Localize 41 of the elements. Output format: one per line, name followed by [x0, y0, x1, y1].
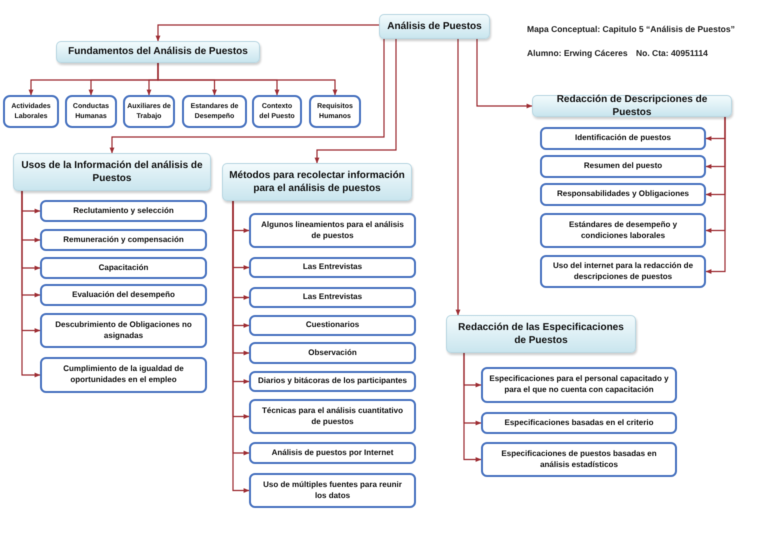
header-text: Alumno: Erwing Cáceres: [527, 48, 628, 58]
topic-box: Usos de la Información del análisis de Puestos: [13, 153, 211, 191]
arrow: [156, 24, 379, 42]
subtopic-box: Cumplimiento de la igualdad de oportunidades en el empleo: [40, 357, 207, 393]
subtopic-box: Análisis de puestos por Internet: [249, 442, 416, 464]
subtopic-box: Uso de múltiples fuentes para reunir los datos: [249, 473, 416, 508]
subtopic-box: Técnicas para el análisis cuantitativo de puestos: [249, 399, 416, 434]
subtopic-box: Especificaciones basadas en el criterio: [481, 412, 677, 434]
topic-box: Redacción de Descripciones de Puestos: [532, 95, 732, 117]
subtopic-box: Observación: [249, 342, 416, 364]
subtopic-box: Identificación de puestos: [540, 127, 706, 150]
subtopic-box: Las Entrevistas: [249, 257, 416, 278]
arrow: [314, 39, 397, 164]
subtopic-box: Especificaciones para el personal capacitado y para el que no cuenta con capacitación: [481, 367, 677, 403]
arrow: [157, 63, 338, 96]
subtopic-box: Resumen del puesto: [540, 155, 706, 178]
header-text: Mapa Conceptual: Capitulo 5 “Análisis de Puestos”: [527, 24, 735, 34]
arrow: [110, 39, 385, 154]
subtopic-box: Remuneración y compensación: [40, 229, 207, 251]
topic-box: Métodos para recolectar información para el análisis de puestos: [222, 163, 412, 201]
subtopic-box: Descubrimiento de Obligaciones no asignadas: [40, 313, 207, 348]
arrow: [476, 39, 533, 108]
subtopic-box: Responsabilidades y Obligaciones: [540, 183, 706, 206]
arrow: [463, 353, 482, 462]
subtopic-box: Capacitación: [40, 257, 207, 279]
topic-box: Análisis de Puestos: [379, 14, 490, 39]
subtopic-box: Algunos lineamientos para el análisis de puestos: [249, 213, 416, 248]
subtopic-box: Uso del internet para la redacción de descripciones de puestos: [540, 255, 706, 288]
subtopic-box: Especificaciones de puestos basadas en análisis estadísticos: [481, 442, 677, 477]
subtopic-box: Cuestionarios: [249, 315, 416, 336]
arrow: [21, 191, 41, 378]
arrow: [705, 117, 726, 274]
subtopic-box: Evaluación del desempeño: [40, 284, 207, 306]
subtopic-box: Diarios y bitácoras de los participantes: [249, 371, 416, 392]
topic-box: Redacción de las Especificaciones de Puestos: [446, 315, 636, 353]
subtopic-box: Las Entrevistas: [249, 287, 416, 308]
subtopic-box: Reclutamiento y selección: [40, 200, 207, 222]
header-text: No. Cta: 40951114: [636, 48, 708, 58]
subtopic-box: Estándares de desempeño y condiciones laborales: [540, 213, 706, 248]
topic-box: Fundamentos del Análisis de Puestos: [56, 41, 260, 63]
arrow: [456, 39, 460, 316]
